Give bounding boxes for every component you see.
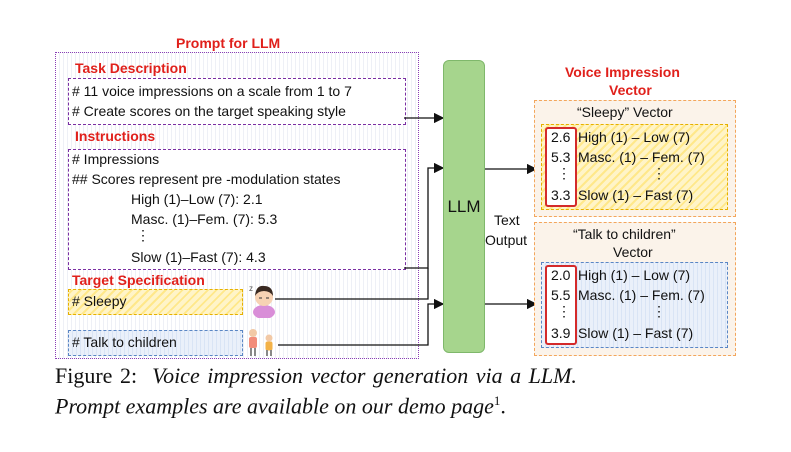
- text-output-label-2: Output: [485, 232, 528, 248]
- caption-text-1: Voice impression vector generation via a…: [152, 363, 577, 388]
- sleepy-value-3: 3.3: [551, 187, 571, 203]
- prompt-title: Prompt for LLM: [176, 35, 281, 51]
- task-description-title: Task Description: [75, 60, 187, 76]
- children-value-ellipsis: ⋮: [557, 303, 571, 319]
- sleepy-label-3: Slow (1) – Fast (7): [578, 187, 694, 203]
- children-label-1: High (1) – Low (7): [578, 267, 691, 283]
- children-label-2: Masc. (1) – Fem. (7): [578, 287, 705, 303]
- text-output-label-1: Text: [494, 212, 520, 228]
- sleepy-vector-title: “Sleepy” Vector: [577, 104, 673, 120]
- children-value-3: 3.9: [551, 325, 571, 341]
- children-vector-title-2: Vector: [613, 244, 653, 260]
- children-label-ellipsis: ⋮: [652, 303, 666, 319]
- caption-footnote: 1: [493, 393, 501, 408]
- children-vector-inner: 2.0 5.5 ⋮ 3.9 High (1) – Low (7) Masc. (…: [541, 262, 728, 348]
- caption-text-2: Prompt examples are available on our dem…: [55, 393, 494, 419]
- sleepy-value-ellipsis: ⋮: [557, 165, 571, 181]
- task-description-box: # 11 voice impressions on a scale from 1…: [68, 78, 406, 125]
- target-sleepy-label: # Sleepy: [72, 293, 127, 309]
- target-children-box: # Talk to children: [68, 330, 243, 356]
- figure-caption-line-1: Figure 2: Voice impression vector genera…: [55, 363, 577, 389]
- output-title-1: Voice Impression: [565, 64, 680, 80]
- sleepy-value-2: 5.3: [551, 149, 571, 165]
- sleepy-label-1: High (1) – Low (7): [578, 129, 691, 145]
- task-line-1: # 11 voice impressions on a scale from 1…: [72, 83, 352, 99]
- sleepy-vector-outer: “Sleepy” Vector 2.6 5.3 ⋮ 3.3 High (1) –…: [534, 100, 736, 217]
- instr-item-ellipsis: ⋮: [136, 227, 150, 243]
- children-values-box: [545, 265, 577, 345]
- instr-item-2: Masc. (1)–Fem. (7): 5.3: [131, 211, 278, 227]
- target-specification-title: Target Specification: [72, 272, 205, 288]
- children-label-3: Slow (1) – Fast (7): [578, 325, 694, 341]
- llm-block: LLM: [443, 60, 485, 353]
- sleepy-label-2: Masc. (1) – Fem. (7): [578, 149, 705, 165]
- instructions-box: # Impressions ## Scores represent pre -m…: [68, 149, 406, 270]
- sleepy-person-icon: z: [248, 282, 278, 319]
- task-line-2: # Create scores on the target speaking s…: [72, 103, 346, 119]
- target-children-label: # Talk to children: [72, 334, 177, 350]
- instr-line-2: ## Scores represent pre -modulation stat…: [72, 171, 341, 187]
- instr-item-3: Slow (1)–Fast (7): 4.3: [131, 249, 266, 265]
- sleepy-values-box: [545, 127, 577, 207]
- llm-label: LLM: [447, 197, 481, 216]
- arrow-sleepy: [275, 268, 429, 300]
- arrow-children: [278, 298, 445, 346]
- figure-caption-line-2: Prompt examples are available on our dem…: [55, 393, 506, 419]
- caption-end: .: [500, 393, 506, 419]
- svg-text:z: z: [249, 284, 253, 293]
- sleepy-label-ellipsis: ⋮: [652, 165, 666, 181]
- output-title-2: Vector: [609, 82, 652, 98]
- children-value-1: 2.0: [551, 267, 571, 283]
- instructions-title: Instructions: [75, 128, 156, 144]
- children-value-2: 5.5: [551, 287, 571, 303]
- children-vector-outer: “Talk to children” Vector 2.0 5.5 ⋮ 3.9 …: [534, 222, 736, 356]
- instr-line-1: # Impressions: [72, 151, 160, 167]
- target-sleepy-box: # Sleepy: [68, 289, 243, 315]
- figure-label: Figure 2:: [55, 363, 138, 388]
- sleepy-vector-inner: 2.6 5.3 ⋮ 3.3 High (1) – Low (7) Masc. (…: [541, 124, 728, 210]
- instr-item-1: High (1)–Low (7): 2.1: [131, 191, 263, 207]
- children-icon: [245, 325, 279, 359]
- sleepy-value-1: 2.6: [551, 129, 571, 145]
- children-vector-title-1: “Talk to children”: [573, 226, 676, 242]
- arrow-instructions: [404, 162, 445, 269]
